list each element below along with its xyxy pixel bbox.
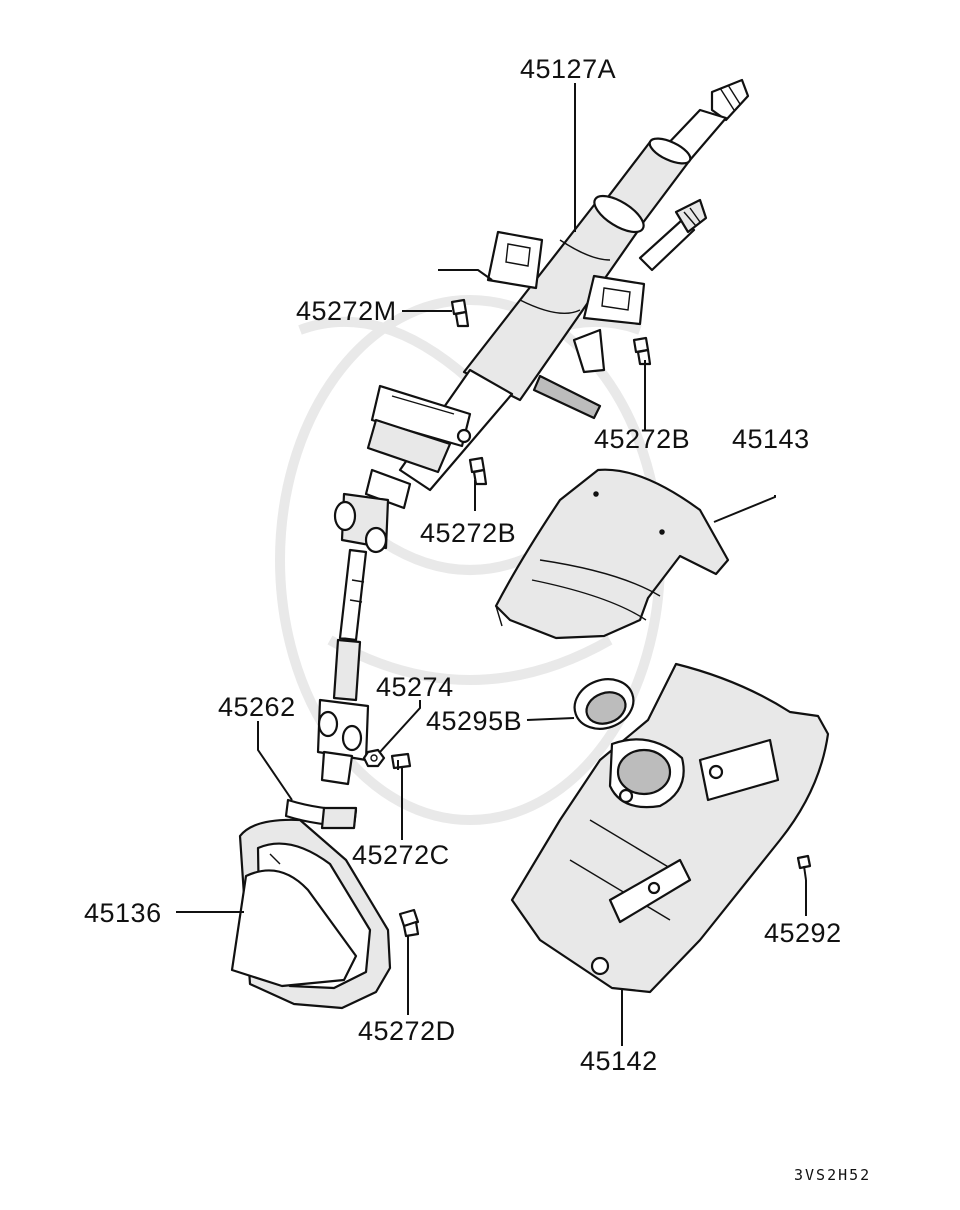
bolt-m[interactable] — [450, 298, 470, 328]
label-45143[interactable]: 45143 — [732, 424, 810, 454]
diagram-code: 3VS2H52 — [794, 1166, 871, 1184]
screw[interactable] — [796, 854, 812, 881]
bolt-c[interactable] — [390, 752, 412, 770]
bolt-b-lower[interactable] — [468, 456, 488, 486]
lower-column-cover[interactable] — [510, 662, 830, 994]
bolt-d[interactable] — [398, 908, 420, 938]
nut[interactable] — [362, 748, 386, 768]
label-45136[interactable]: 45136 — [84, 898, 162, 928]
label-45292[interactable]: 45292 — [764, 918, 842, 948]
intermediate-shaft[interactable] — [316, 468, 412, 786]
upper-column-cover[interactable] — [494, 468, 730, 640]
leader-lines — [176, 83, 807, 1046]
label-45272B-left[interactable]: 45272B — [420, 518, 516, 548]
label-45295B[interactable]: 45295B — [426, 706, 522, 736]
ring-bushing[interactable] — [568, 671, 641, 737]
label-45272D[interactable]: 45272D — [358, 1016, 456, 1046]
label-45262[interactable]: 45262 — [218, 692, 296, 722]
part-labels: 45127A 45272M 45272B 45143 45272B 45274 … — [84, 54, 842, 1076]
label-45272B-right[interactable]: 45272B — [594, 424, 690, 454]
steering-column-assembly[interactable] — [366, 78, 750, 492]
label-45274[interactable]: 45274 — [376, 672, 454, 702]
label-45272C[interactable]: 45272C — [352, 840, 450, 870]
label-45272M[interactable]: 45272M — [296, 296, 397, 326]
bolt-b-upper[interactable] — [632, 336, 652, 366]
label-45142[interactable]: 45142 — [580, 1046, 658, 1076]
clamp-ring[interactable] — [284, 798, 358, 830]
column-hole-cover[interactable] — [230, 818, 392, 1010]
label-45127A[interactable]: 45127A — [520, 54, 616, 84]
